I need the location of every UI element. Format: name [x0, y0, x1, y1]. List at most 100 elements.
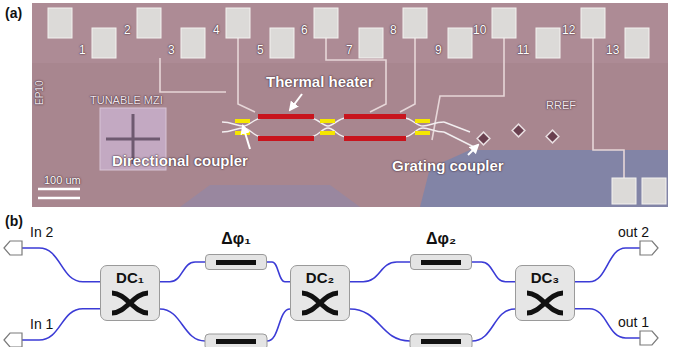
waveguide-connector — [160, 262, 205, 282]
bond-pad — [536, 28, 560, 58]
blue-region — [180, 185, 360, 207]
coupler-symbol — [300, 290, 340, 316]
grating-coupler-symbol — [4, 241, 22, 255]
chip-marking: 100 um — [44, 174, 81, 187]
pad-number: 5 — [257, 44, 264, 58]
panel-letter: (a) — [5, 5, 22, 21]
coupler-symbol — [112, 293, 148, 313]
pad-number: 10 — [473, 24, 486, 38]
grating-coupler — [512, 124, 525, 137]
chip-marking: EP10 — [34, 81, 46, 105]
coupler-label: DC₂ — [291, 269, 349, 287]
label-holder: 6 — [301, 20, 308, 38]
directional-coupler-box: DC₁ — [100, 265, 160, 321]
bond-pad — [48, 8, 72, 38]
label-holder: Grating coupler — [392, 157, 504, 175]
label-holder: 12 — [562, 20, 575, 38]
grating-coupler-port: out 2 — [640, 241, 658, 255]
coupler-symbol — [527, 293, 563, 313]
label-holder: Thermal heater — [266, 73, 374, 91]
label-holder: 3 — [168, 40, 175, 58]
waveguide — [222, 128, 444, 137]
grating-coupler-port: In 2 — [4, 241, 22, 255]
phase-shifter-bar — [421, 260, 461, 265]
callout-label: Grating coupler — [392, 157, 504, 174]
trace — [238, 38, 255, 112]
bond-pads — [48, 8, 666, 204]
pad-number: 3 — [168, 44, 175, 58]
bond-pad — [448, 28, 472, 58]
pad-number: 11 — [517, 44, 529, 58]
coupler-marker — [235, 119, 250, 123]
label-holder: 10 — [473, 20, 486, 38]
coupler-label: DC₃ — [516, 269, 574, 287]
chip-micrograph — [32, 3, 668, 207]
wire — [160, 309, 205, 341]
coupler-markers — [235, 119, 430, 135]
coupler-marker — [415, 119, 430, 123]
phase-shifter-box: Δφ₂ — [410, 254, 472, 270]
waveguides — [222, 118, 476, 148]
bond-pad — [92, 28, 116, 58]
label-holder: TUNABLE MZI — [90, 90, 163, 108]
trace — [593, 38, 624, 178]
bond-pad — [181, 28, 205, 58]
grating-coupler-symbol — [4, 333, 22, 347]
phase-shifter-bar — [216, 339, 256, 344]
bond-pad — [270, 28, 294, 58]
callout-label: Thermal heater — [266, 73, 374, 90]
coupler-symbol — [112, 293, 148, 313]
grating-coupler — [546, 130, 559, 143]
lower-phase-shifters — [205, 334, 472, 347]
grating-coupler — [477, 132, 490, 145]
panel-letter: (b) — [5, 213, 23, 229]
bond-pad — [226, 8, 250, 38]
waveguide — [222, 118, 444, 126]
label-holder: 13 — [606, 40, 619, 58]
coupler-marker — [320, 131, 335, 135]
coupler-symbol — [527, 293, 563, 313]
trace — [400, 38, 415, 112]
grating-coupler-port: out 1 — [640, 331, 658, 345]
scale-bar — [38, 189, 80, 198]
bond-pad — [612, 178, 636, 204]
grating-coupler-port: In 1 — [4, 333, 22, 347]
grating-coupler-symbol — [640, 241, 658, 255]
pad-number: 8 — [390, 24, 397, 38]
leader-arrow — [243, 126, 250, 149]
waveguide-connector — [22, 309, 100, 340]
leader-arrow — [290, 94, 302, 110]
waveguide-connector — [22, 248, 100, 282]
pad-number: 9 — [435, 44, 442, 58]
wire — [350, 309, 410, 341]
label-holder: 8 — [390, 20, 397, 38]
phase-shifter-box — [205, 334, 267, 347]
phase-shifter-bar — [216, 260, 256, 265]
coupler-symbol — [302, 293, 338, 313]
pad-number: 6 — [301, 24, 308, 38]
chip-region — [32, 3, 668, 63]
chip-marking: RREF — [546, 99, 576, 112]
trace — [160, 58, 226, 92]
pad-number: 4 — [213, 24, 220, 38]
coupler-symbol — [110, 290, 150, 316]
leader-arrow — [468, 145, 478, 155]
callout-label: Directional coupler — [112, 152, 248, 169]
coupler-label: DC₁ — [101, 269, 159, 287]
wire — [472, 309, 515, 341]
heater — [344, 114, 406, 119]
bond-pad — [137, 8, 161, 38]
pad-number: 13 — [606, 44, 619, 58]
bond-pad — [359, 28, 383, 58]
bond-pad — [314, 8, 338, 38]
grating-coupler-symbol — [4, 241, 22, 255]
phase-shifter-box — [410, 334, 472, 347]
directional-coupler-box: DC₃ — [515, 265, 575, 321]
waveguide — [444, 122, 476, 148]
grating-coupler-symbol — [640, 331, 658, 345]
phase-shifter-bar — [421, 260, 461, 265]
coupler-marker — [235, 131, 250, 135]
label-holder: Directional coupler — [112, 152, 248, 170]
